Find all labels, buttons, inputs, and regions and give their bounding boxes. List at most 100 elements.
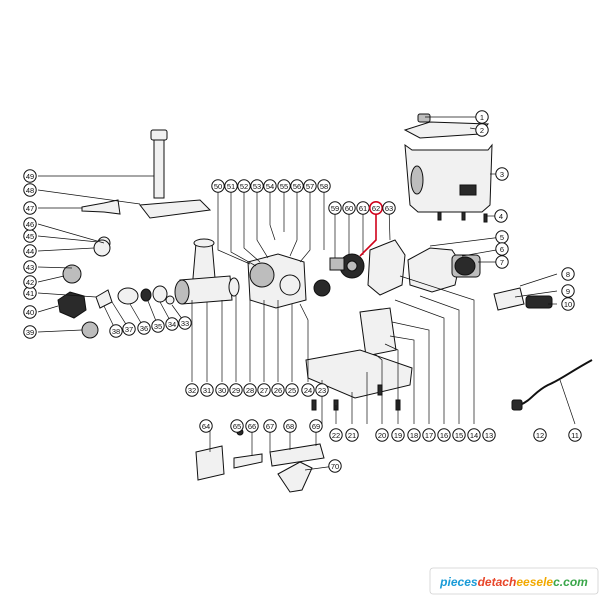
- callout-49: 49: [23, 169, 37, 183]
- callout-number: 27: [260, 386, 268, 395]
- callout-2: 2: [475, 123, 489, 137]
- callout-69: 69: [309, 419, 323, 433]
- watermark-text: piecesdetacheeselec.com: [439, 575, 588, 589]
- switch-plate-drawing: [493, 287, 525, 311]
- control-board-drawing: [359, 307, 397, 357]
- small-gear-drawing: [313, 279, 331, 297]
- callout-64: 64: [199, 419, 213, 433]
- callout-circle: [368, 201, 383, 216]
- callout-number: 69: [312, 422, 320, 431]
- callout-number: 48: [26, 186, 34, 195]
- callout-number: 40: [26, 308, 34, 317]
- leader-lines: [37, 116, 576, 471]
- housing-slot-drawing: [459, 184, 477, 196]
- callout-number: 4: [499, 212, 503, 221]
- callout-number: 13: [485, 431, 493, 440]
- callout-38: 38: [109, 324, 123, 338]
- callout-circle: [23, 217, 37, 231]
- callout-number: 45: [26, 232, 34, 241]
- callout-33: 33: [178, 316, 192, 330]
- callout-number: 14: [470, 431, 478, 440]
- callout-circle: [257, 383, 271, 397]
- callout-number: 5: [500, 233, 504, 242]
- pusher-drawing: [150, 129, 168, 141]
- callout-circle: [185, 383, 199, 397]
- callout-number: 26: [274, 386, 282, 395]
- callout-number: 23: [318, 386, 326, 395]
- callout-number: 18: [410, 431, 418, 440]
- callout-18: 18: [407, 428, 421, 442]
- callout-28: 28: [243, 383, 257, 397]
- callout-number: 35: [154, 322, 162, 331]
- callout-number: 42: [26, 278, 34, 287]
- callout-circle: [290, 179, 304, 193]
- callout-circle: [109, 324, 123, 338]
- callout-number: 56: [293, 182, 301, 191]
- mincer-ring-drawing: [228, 277, 240, 297]
- callout-circle: [200, 383, 214, 397]
- callout-36: 36: [137, 321, 151, 335]
- callout-7: 7: [495, 255, 509, 269]
- callout-circle: [229, 383, 243, 397]
- cone-drawing: [152, 285, 168, 303]
- callout-circle: [263, 179, 277, 193]
- callout-number: 64: [202, 422, 210, 431]
- callout-number: 61: [359, 204, 367, 213]
- callout-number: 37: [125, 325, 133, 334]
- callout-number: 70: [331, 462, 339, 471]
- callout-circle: [237, 179, 251, 193]
- callout-circle: [475, 110, 489, 124]
- callout-15: 15: [452, 428, 466, 442]
- callout-circle: [137, 321, 151, 335]
- motor-winding-drawing: [454, 256, 476, 276]
- housing-window-drawing: [410, 165, 424, 195]
- callout-30: 30: [215, 383, 229, 397]
- callout-circle: [345, 428, 359, 442]
- callout-number: 49: [26, 172, 34, 181]
- callout-number: 59: [331, 204, 339, 213]
- callout-circle: [245, 419, 259, 433]
- callout-52: 52: [237, 179, 251, 193]
- callout-circle: [317, 179, 331, 193]
- callout-number: 50: [214, 182, 222, 191]
- callout-53: 53: [250, 179, 264, 193]
- callout-39: 39: [23, 325, 37, 339]
- callout-number: 31: [203, 386, 211, 395]
- callout-6: 6: [495, 242, 509, 256]
- callout-number: 46: [26, 220, 34, 229]
- callout-51: 51: [224, 179, 238, 193]
- ring-nut-drawing: [57, 291, 87, 319]
- callout-number: 36: [140, 324, 148, 333]
- callout-number: 47: [26, 204, 34, 213]
- callout-circle: [437, 428, 451, 442]
- callout-number: 1: [480, 113, 484, 122]
- callout-number: 2: [480, 126, 484, 135]
- callout-number: 43: [26, 263, 34, 272]
- callout-number: 68: [286, 422, 294, 431]
- callout-number: 16: [440, 431, 448, 440]
- callout-8: 8: [561, 267, 575, 281]
- callout-number: 29: [232, 386, 240, 395]
- callout-number: 51: [227, 182, 235, 191]
- callout-number: 17: [425, 431, 433, 440]
- callout-number: 62: [372, 204, 380, 213]
- callout-circle: [375, 428, 389, 442]
- callout-circle: [309, 419, 323, 433]
- callout-1: 1: [475, 110, 489, 124]
- power-cord-drawing: [519, 359, 593, 406]
- housing-screws-drawing: [437, 211, 488, 223]
- callout-circle: [230, 419, 244, 433]
- callout-circle: [561, 284, 575, 298]
- callout-number: 28: [246, 386, 254, 395]
- callout-circle: [452, 428, 466, 442]
- callout-44: 44: [23, 244, 37, 258]
- callout-22: 22: [329, 428, 343, 442]
- callout-60: 60: [342, 201, 356, 215]
- callout-number: 8: [566, 270, 570, 279]
- callout-circle: [211, 179, 225, 193]
- callout-65: 65: [230, 419, 244, 433]
- callout-number: 65: [233, 422, 241, 431]
- callout-number: 15: [455, 431, 463, 440]
- callout-circle: [23, 169, 37, 183]
- callout-circle: [122, 322, 136, 336]
